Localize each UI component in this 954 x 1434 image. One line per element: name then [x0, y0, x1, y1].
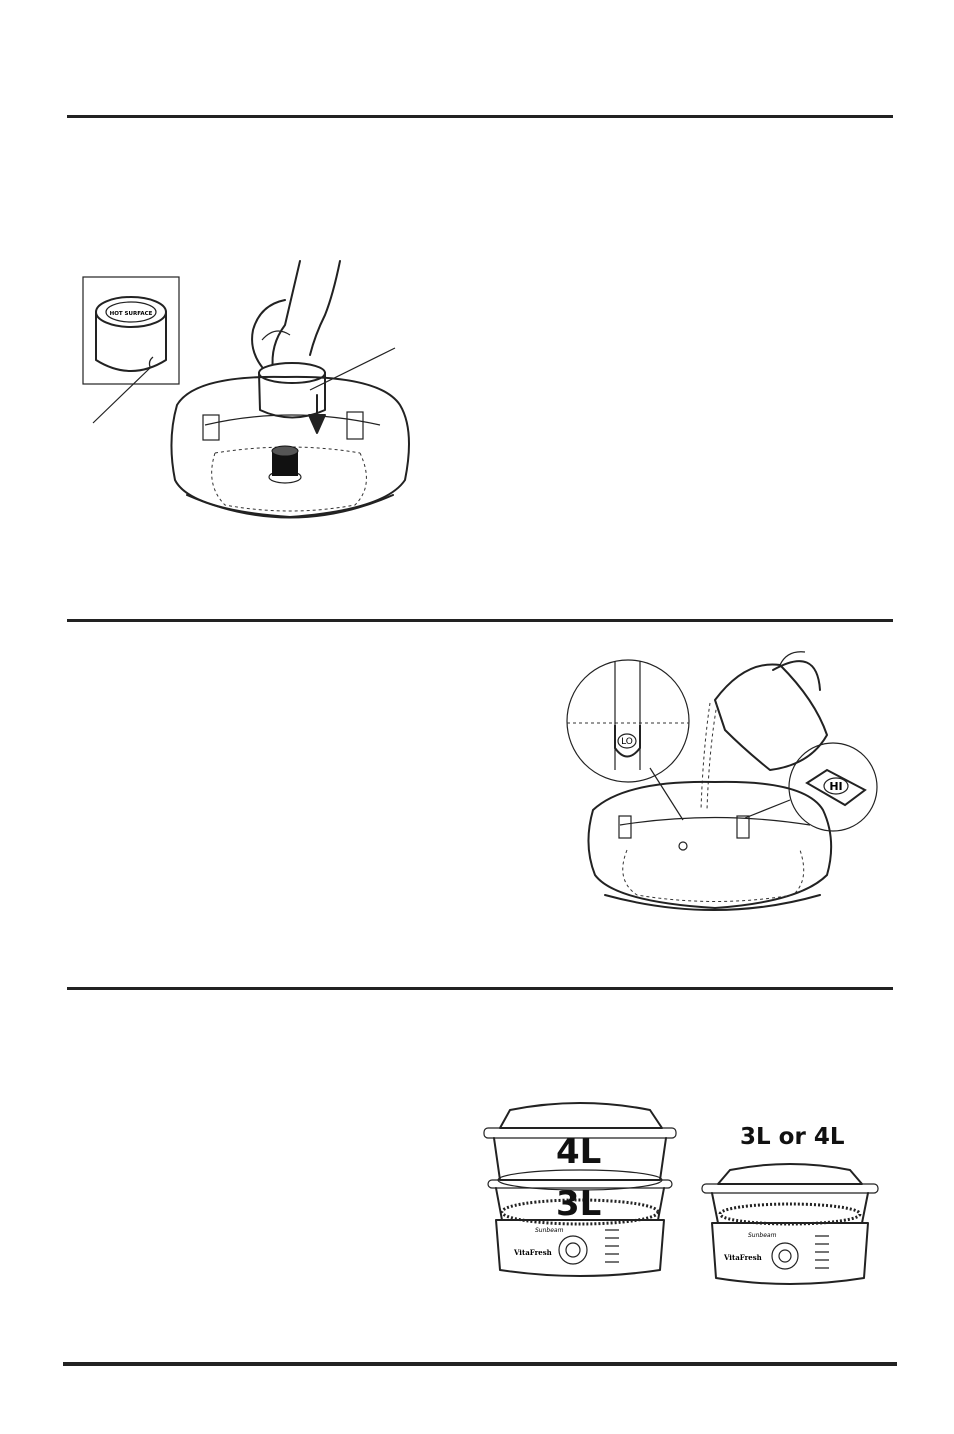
hot-surface-label: HOT SURFACE: [110, 311, 153, 317]
section-divider-middle: [67, 619, 893, 622]
two-tier-steamer-figure: Sunbeam VitaFresh: [483, 1102, 677, 1277]
cup-inset-figure: HOT SURFACE: [82, 276, 180, 385]
section-divider-top: [67, 115, 893, 118]
product-logo-single: VitaFresh: [723, 1253, 762, 1262]
page-bottom-rule: [63, 1362, 897, 1366]
cup-notch-leader: [92, 367, 151, 424]
lo-marker-label: LO: [621, 737, 633, 747]
brand-logo: Sunbeam: [535, 1227, 564, 1234]
section-divider-lower: [67, 987, 893, 990]
hi-marker-label: HI: [829, 780, 842, 793]
tier-3l-label: 3L: [556, 1184, 602, 1224]
single-tier-label: 3L or 4L: [740, 1124, 845, 1150]
single-tier-steamer-figure: Sunbeam VitaFresh: [701, 1163, 879, 1285]
product-logo: VitaFresh: [513, 1248, 552, 1257]
steamer-base-figure: [170, 260, 410, 519]
fill-water-figure: LO HI: [566, 651, 878, 911]
tier-4l-label: 4L: [556, 1132, 602, 1172]
brand-logo-single: Sunbeam: [748, 1232, 777, 1239]
